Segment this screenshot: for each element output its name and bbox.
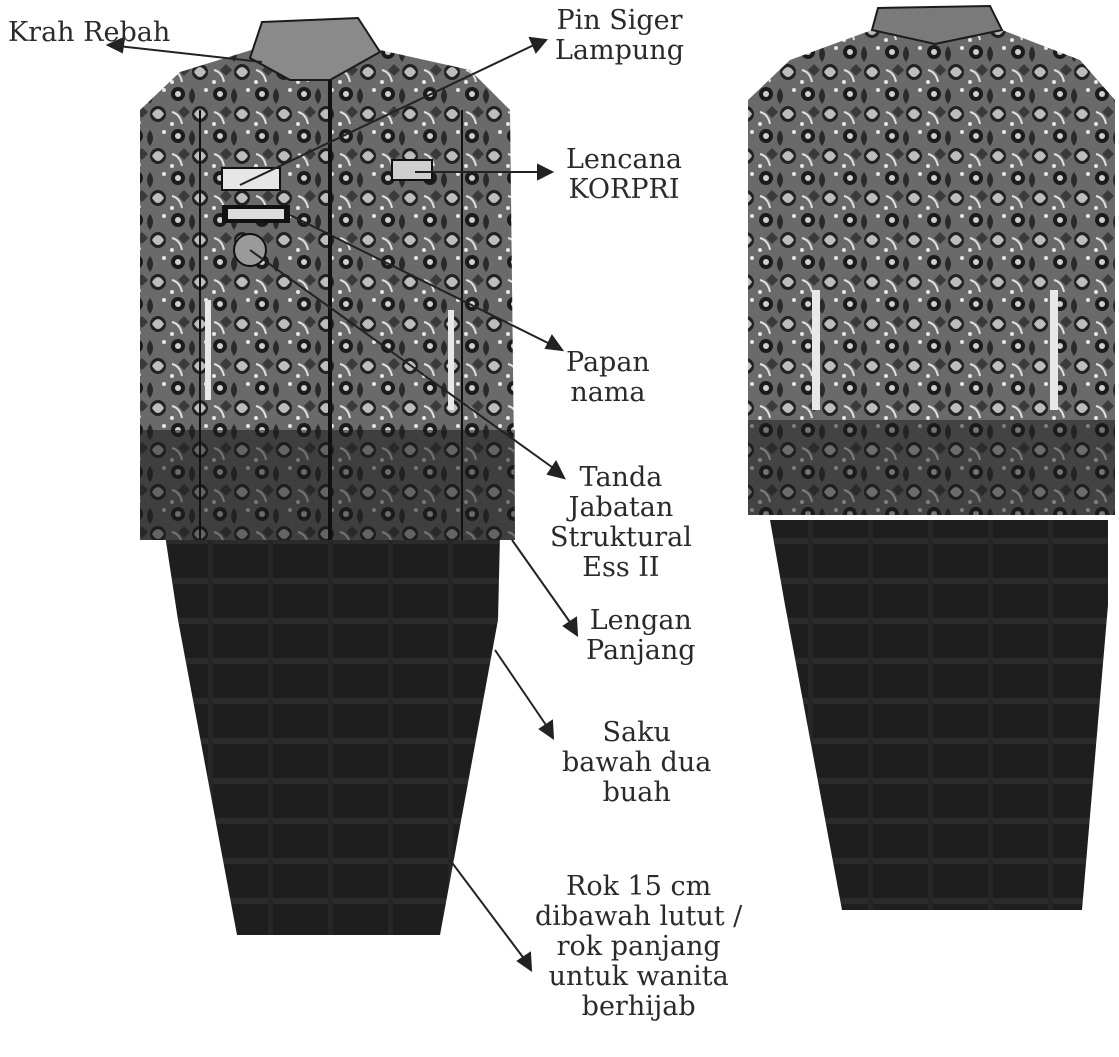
front-skirt bbox=[165, 535, 500, 935]
front-jacket-hem bbox=[140, 430, 515, 540]
label-lengan-panjang: Lengan Panjang bbox=[586, 606, 696, 666]
label-saku-bawah: Saku bawah dua buah bbox=[562, 718, 711, 808]
back-view-figure bbox=[748, 6, 1115, 910]
label-rok: Rok 15 cm dibawah lutut / rok panjang un… bbox=[535, 872, 742, 1022]
label-krah-rebah: Krah Rebah bbox=[8, 18, 170, 48]
label-papan-nama: Papan nama bbox=[566, 348, 650, 408]
front-view-figure bbox=[140, 18, 515, 935]
arrow-saku bbox=[495, 650, 548, 728]
korpri-badge bbox=[392, 160, 432, 180]
arrow-rok bbox=[450, 860, 525, 960]
label-tanda-jabatan: Tanda Jabatan Struktural Ess II bbox=[550, 463, 692, 583]
label-lencana-korpri: Lencana KORPRI bbox=[566, 145, 682, 205]
label-pin-siger: Pin Siger Lampung bbox=[555, 6, 684, 66]
back-skirt bbox=[770, 520, 1108, 910]
